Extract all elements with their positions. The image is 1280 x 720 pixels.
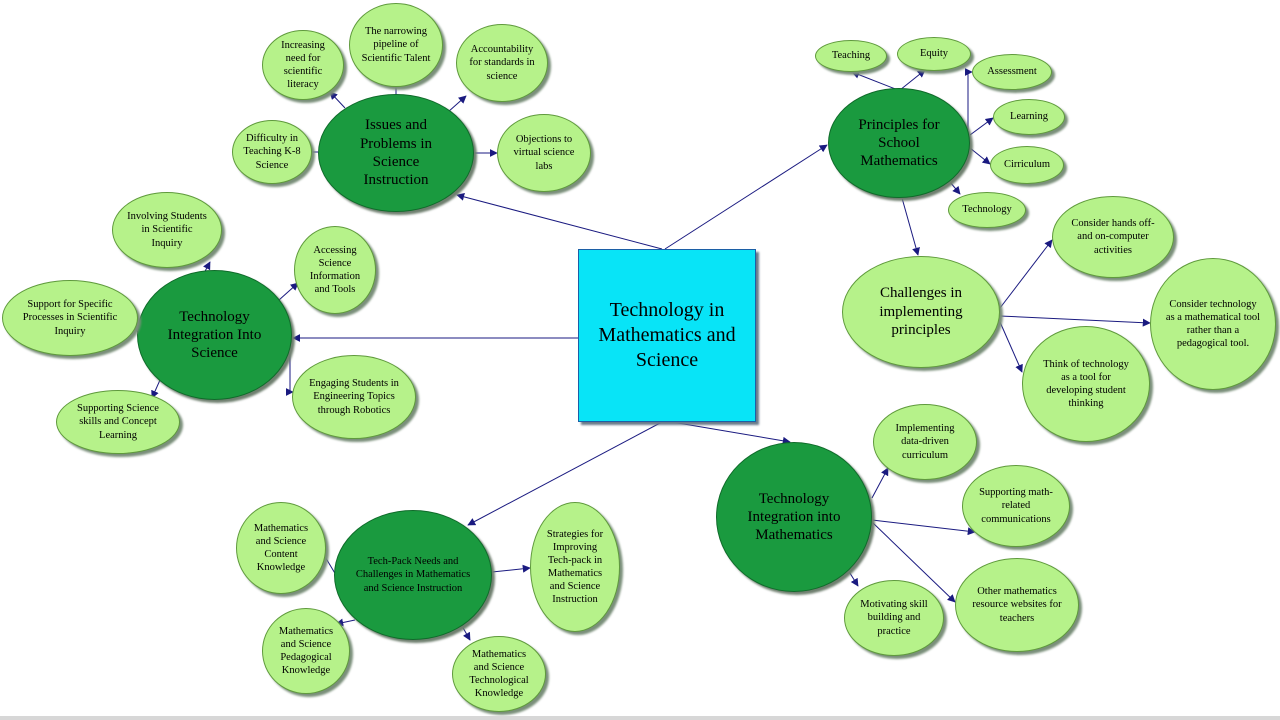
- leaf-skill-building-label: Motivating skill building and practice: [860, 599, 928, 637]
- edge-center-math-integration: [671, 421, 791, 445]
- leaf-technology-label: Technology: [962, 204, 1012, 216]
- leaf-assessment-label: Assessment: [987, 66, 1037, 78]
- leaf-student-thinking-label: Think of technology as a tool for develo…: [1043, 358, 1129, 410]
- edge-challenges-handsoff: [999, 239, 1053, 309]
- leaf-teaching-label: Teaching: [831, 50, 871, 62]
- edge-science-robotics: [285, 350, 294, 396]
- leaf-technology[interactable]: Technology: [948, 192, 1026, 228]
- leaf-curriculum[interactable]: Cirriculum: [990, 146, 1064, 184]
- topic-tech-integration-math-label: Technology Integration into Mathematics: [747, 490, 841, 544]
- leaf-scientific-inquiry[interactable]: Involving Students in Scientific Inquiry: [112, 192, 222, 268]
- edge-center-principles: [664, 144, 828, 250]
- edge-principles-teaching: [851, 70, 899, 91]
- edge-principles-technology: [949, 181, 961, 195]
- topic-challenges-implementing-label: Challenges in implementing principles: [879, 284, 963, 339]
- leaf-mathematical-tool[interactable]: Consider technology as a mathematical to…: [1150, 258, 1276, 390]
- leaf-hands-off-activities-label: Consider hands off-and on-computer activ…: [1071, 218, 1155, 256]
- leaf-difficulty-k8-label: Difficulty in Teaching K-8 Science: [243, 133, 301, 171]
- edge-science-accessing: [278, 282, 299, 301]
- bottom-divider: [0, 716, 1280, 720]
- edge-issues-accountability: [447, 95, 467, 113]
- leaf-scientific-literacy-label: Increasing need for scientific literacy: [281, 39, 325, 91]
- edge-center-issues: [456, 192, 663, 250]
- leaf-content-knowledge[interactable]: Mathematics and Science Content Knowledg…: [236, 502, 326, 594]
- edge-challenges-thinking: [999, 321, 1023, 373]
- leaf-curriculum-label: Cirriculum: [1003, 159, 1051, 171]
- topic-principles-school-math[interactable]: Principles for School Mathematics: [828, 88, 970, 198]
- edge-math-communications: [871, 519, 976, 536]
- leaf-scientific-literacy[interactable]: Increasing need for scientific literacy: [262, 30, 344, 100]
- leaf-teaching[interactable]: Teaching: [815, 40, 887, 72]
- leaf-accountability-standards-label: Accountability for standards in science: [469, 44, 535, 82]
- edge-principles-equity: [899, 69, 926, 91]
- topic-issues-problems[interactable]: Issues and Problems in Science Instructi…: [318, 94, 474, 212]
- leaf-objections-virtual-labs-label: Objections to virtual science labs: [513, 134, 575, 172]
- edge-math-datadriven: [871, 467, 889, 499]
- leaf-pedagogical-knowledge-label: Mathematics and Science Pedagogical Know…: [278, 625, 334, 677]
- leaf-accessing-science-info[interactable]: Accessing Science Information and Tools: [294, 226, 376, 314]
- edge-math-websites: [871, 521, 956, 603]
- leaf-content-knowledge-label: Mathematics and Science Content Knowledg…: [253, 522, 309, 574]
- topic-principles-school-math-label: Principles for School Mathematics: [858, 116, 940, 170]
- leaf-engineering-robotics-label: Engaging Students in Engineering Topics …: [309, 378, 399, 416]
- topic-techpack-needs-label: Tech-Pack Needs and Challenges in Mathem…: [355, 555, 471, 594]
- leaf-strategies-techpack-label: Strategies for Improving Tech-pack in Ma…: [546, 528, 604, 606]
- edge-principles-challenges: [901, 197, 920, 256]
- leaf-scientific-inquiry-label: Involving Students in Scientific Inquiry: [127, 211, 207, 249]
- leaf-hands-off-activities[interactable]: Consider hands off-and on-computer activ…: [1052, 196, 1174, 278]
- topic-tech-integration-math[interactable]: Technology Integration into Mathematics: [716, 442, 872, 592]
- leaf-narrowing-pipeline[interactable]: The narrowing pipeline of Scientific Tal…: [349, 3, 443, 87]
- leaf-objections-virtual-labs[interactable]: Objections to virtual science labs: [497, 114, 591, 192]
- edge-principles-curriculum: [969, 147, 991, 165]
- edge-techpack-technological: [461, 625, 471, 641]
- leaf-mathematical-tool-label: Consider technology as a mathematical to…: [1165, 298, 1261, 350]
- topic-tech-integration-science-label: Technology Integration Into Science: [167, 308, 262, 362]
- leaf-pedagogical-knowledge[interactable]: Mathematics and Science Pedagogical Know…: [262, 608, 350, 694]
- leaf-student-thinking[interactable]: Think of technology as a tool for develo…: [1022, 326, 1150, 442]
- leaf-engineering-robotics[interactable]: Engaging Students in Engineering Topics …: [292, 355, 416, 439]
- topic-techpack-needs[interactable]: Tech-Pack Needs and Challenges in Mathem…: [334, 510, 492, 640]
- leaf-difficulty-k8[interactable]: Difficulty in Teaching K-8 Science: [232, 120, 312, 184]
- center-topic-label: Technology in Mathematics and Science: [598, 299, 736, 371]
- edge-math-skills: [847, 569, 859, 587]
- leaf-data-driven-curriculum[interactable]: Implementing data-driven curriculum: [873, 404, 977, 480]
- leaf-equity[interactable]: Equity: [897, 37, 971, 71]
- edge-principles-learning: [969, 117, 994, 136]
- edge-techpack-strategies: [491, 564, 531, 573]
- leaf-resource-websites-label: Other mathematics resource websites for …: [972, 586, 1062, 624]
- edge-challenges-mathtool: [999, 315, 1151, 327]
- leaf-resource-websites[interactable]: Other mathematics resource websites for …: [955, 558, 1079, 652]
- edge-issues-literacy: [329, 91, 346, 109]
- leaf-specific-processes-label: Support for Specific Processes in Scient…: [22, 299, 118, 337]
- leaf-equity-label: Equity: [920, 48, 948, 60]
- leaf-math-communications[interactable]: Supporting math-related communications: [962, 465, 1070, 547]
- leaf-assessment[interactable]: Assessment: [972, 54, 1052, 90]
- leaf-data-driven-curriculum-label: Implementing data-driven curriculum: [895, 423, 955, 461]
- edge-center-techpack: [467, 421, 663, 526]
- leaf-accountability-standards[interactable]: Accountability for standards in science: [456, 24, 548, 102]
- leaf-strategies-techpack[interactable]: Strategies for Improving Tech-pack in Ma…: [530, 502, 620, 632]
- leaf-science-skills[interactable]: Supporting Science skills and Concept Le…: [56, 390, 180, 454]
- center-topic-box[interactable]: Technology in Mathematics and Science: [578, 249, 756, 422]
- leaf-math-communications-label: Supporting math-related communications: [979, 487, 1053, 525]
- topic-tech-integration-science[interactable]: Technology Integration Into Science: [137, 270, 292, 400]
- topic-issues-problems-label: Issues and Problems in Science Instructi…: [359, 117, 433, 189]
- leaf-technological-knowledge[interactable]: Mathematics and Science Technological Kn…: [452, 636, 546, 712]
- topic-challenges-implementing[interactable]: Challenges in implementing principles: [842, 256, 1000, 368]
- leaf-narrowing-pipeline-label: The narrowing pipeline of Scientific Tal…: [361, 26, 431, 64]
- leaf-accessing-science-info-label: Accessing Science Information and Tools: [309, 244, 361, 296]
- leaf-specific-processes[interactable]: Support for Specific Processes in Scient…: [2, 280, 138, 356]
- leaf-learning[interactable]: Learning: [993, 99, 1065, 135]
- edge-principles-assessment: [964, 68, 973, 130]
- leaf-technological-knowledge-label: Mathematics and Science Technological Kn…: [469, 648, 529, 700]
- leaf-science-skills-label: Supporting Science skills and Concept Le…: [77, 403, 159, 441]
- leaf-skill-building[interactable]: Motivating skill building and practice: [844, 580, 944, 656]
- leaf-learning-label: Learning: [1010, 111, 1048, 123]
